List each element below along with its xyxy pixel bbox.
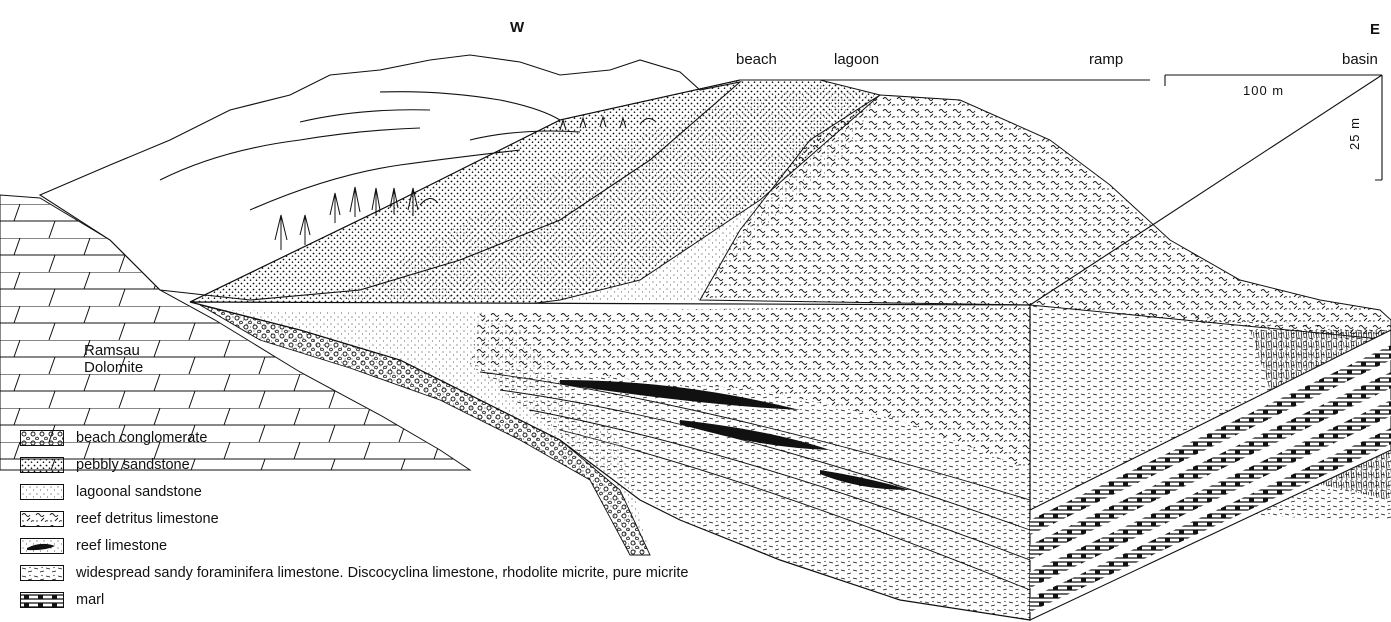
legend-item: pebbly sandstone: [20, 454, 190, 476]
zone-label-lagoon: lagoon: [834, 52, 879, 67]
scale-horizontal: 100 m: [1243, 84, 1284, 97]
reef-detritus-swatch-icon: [20, 511, 64, 527]
legend-item: lagoonal sandstone: [20, 481, 202, 503]
marl-swatch-icon: [20, 592, 64, 608]
legend-item: reef limestone: [20, 535, 167, 557]
legend-item: widespread sandy foraminifera limestone.…: [20, 562, 688, 584]
foraminifera-limestone-swatch-icon: [20, 565, 64, 581]
legend-label: lagoonal sandstone: [76, 484, 202, 500]
legend: beach conglomerate pebbly sandstone lago…: [20, 425, 900, 620]
zone-label-ramp: ramp: [1089, 52, 1123, 67]
legend-label: pebbly sandstone: [76, 457, 190, 473]
compass-west: W: [510, 20, 524, 35]
compass-east: E: [1370, 22, 1380, 37]
legend-label: widespread sandy foraminifera limestone.…: [76, 565, 688, 581]
legend-item: beach conglomerate: [20, 427, 207, 449]
legend-item: marl: [20, 589, 104, 611]
legend-label: beach conglomerate: [76, 430, 207, 446]
legend-label: marl: [76, 592, 104, 608]
formation-label-dolomite: Dolomite: [84, 360, 143, 375]
zone-label-beach: beach: [736, 52, 777, 67]
reef-limestone-swatch-icon: [20, 538, 64, 554]
lagoonal-sandstone-swatch-icon: [20, 484, 64, 500]
zone-label-basin: basin: [1342, 52, 1378, 67]
scale-vertical: 25 m: [1348, 117, 1361, 150]
legend-label: reef detritus limestone: [76, 511, 219, 527]
legend-label: reef limestone: [76, 538, 167, 554]
beach-conglomerate-swatch-icon: [20, 430, 64, 446]
pebbly-sandstone-swatch-icon: [20, 457, 64, 473]
legend-item: reef detritus limestone: [20, 508, 219, 530]
formation-label-ramsau: Ramsau: [84, 343, 140, 358]
